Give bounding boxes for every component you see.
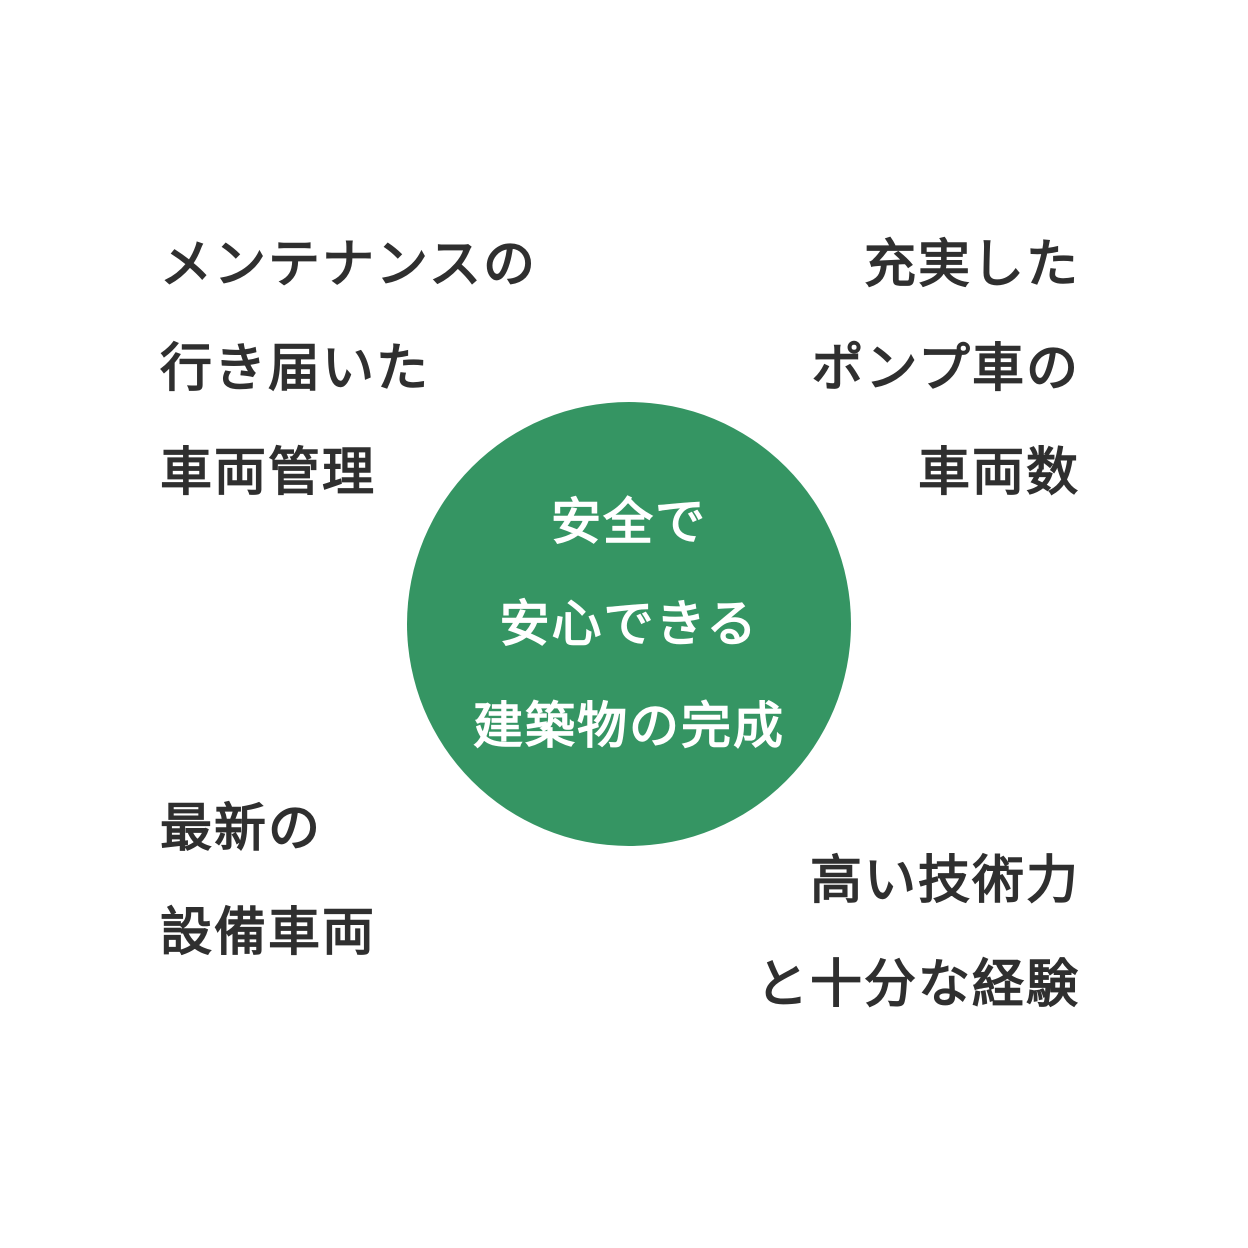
top-right-line-1: 充実した	[863, 235, 1080, 295]
bottom-right-line-2: と十分な経験	[755, 955, 1080, 1015]
pump-vehicle-count-text: 充実した ポンプ車の 車両数	[812, 213, 1080, 525]
top-right-line-2: ポンプ車の	[811, 339, 1080, 399]
top-left-line-2: 行き届いた	[160, 339, 431, 399]
maintenance-vehicle-management-text: メンテナンスの 行き届いた 車両管理	[160, 213, 537, 525]
center-line-2: 安心できる	[499, 595, 759, 653]
technical-skill-experience-text: 高い技術力 と十分な経験	[756, 829, 1080, 1037]
top-left-line-3: 車両管理	[160, 443, 377, 503]
center-line-3: 建築物の完成	[473, 697, 785, 755]
center-line-1: 安全で	[551, 493, 707, 551]
top-right-line-3: 車両数	[917, 443, 1080, 503]
bottom-right-line-1: 高い技術力	[809, 851, 1080, 911]
top-left-line-1: メンテナンスの	[160, 235, 537, 295]
bottom-left-line-1: 最新の	[160, 799, 323, 859]
latest-equipment-vehicles-text: 最新の 設備車両	[160, 777, 376, 985]
central-goal-circle: 安全で 安心できる 建築物の完成	[407, 402, 851, 846]
bottom-left-line-2: 設備車両	[160, 903, 377, 963]
